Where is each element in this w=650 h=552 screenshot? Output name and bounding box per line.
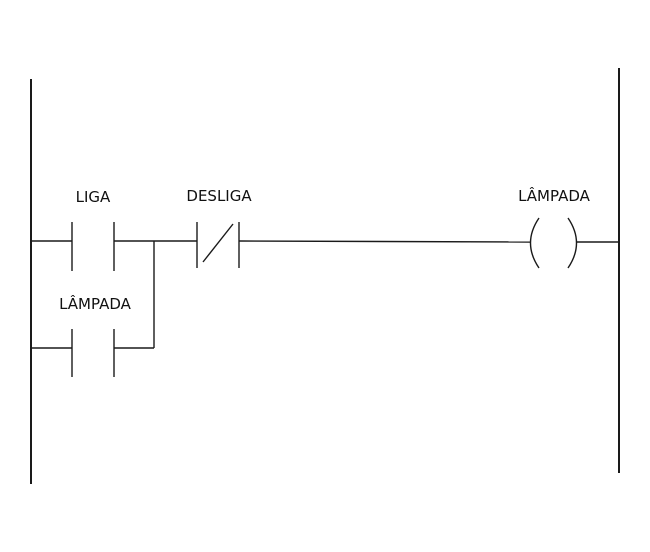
seal-in-branch: LÂMPADA (31, 241, 155, 377)
rung-1 (31, 240, 619, 243)
contact-liga-label: LIGA (76, 188, 111, 206)
coil-lampada-label: LÂMPADA (518, 186, 591, 205)
contact-desliga-slash (202, 223, 234, 263)
wire-desliga-to-coil (238, 240, 531, 243)
coil-right-arc (567, 217, 578, 269)
contact-desliga: DESLIGA (186, 187, 252, 268)
contact-desliga-label: DESLIGA (186, 187, 252, 205)
contact-liga: LIGA (71, 188, 115, 271)
contact-lampada-seal-label: LÂMPADA (59, 294, 132, 313)
coil-lampada: LÂMPADA (518, 186, 591, 269)
coil-left-arc (529, 217, 540, 269)
